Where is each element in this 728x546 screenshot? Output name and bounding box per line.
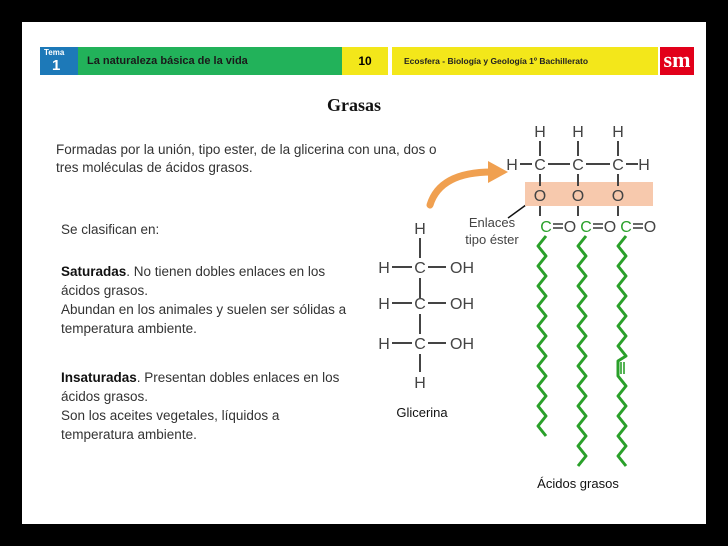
triglyceride-backbone: H H H H C C C H O O O: [506, 124, 656, 236]
glycerol-atom: C: [414, 260, 426, 277]
backbone-atom: H: [638, 157, 650, 174]
saturadas-desc-2: Abundan en los animales y suelen ser sól…: [61, 302, 347, 336]
backbone-atom: C: [572, 157, 584, 174]
header-bar: Tema 1 La naturaleza básica de la vida 1…: [40, 47, 694, 75]
curved-arrow-head: [488, 161, 508, 183]
glycerol-atom: C: [414, 296, 426, 313]
glycerol-atom: H: [378, 336, 390, 353]
backbone-atom: H: [506, 157, 518, 174]
book-title: Ecosfera - Biología y Geología 1º Bachil…: [392, 47, 658, 75]
classify-text: Se clasifican en:: [61, 222, 160, 237]
carbonyl-carbon: C: [620, 219, 632, 236]
insaturadas-block: Insaturadas. Presentan dobles enlaces en…: [61, 368, 351, 444]
insaturadas-desc-2: Son los aceites vegetales, líquidos a te…: [61, 408, 280, 442]
backbone-atom: C: [534, 157, 546, 174]
saturadas-term: Saturadas: [61, 264, 127, 279]
page-number: 10: [342, 47, 388, 75]
slide: Tema 1 La naturaleza básica de la vida 1…: [22, 22, 706, 524]
ester-label-2: tipo éster: [465, 232, 519, 247]
fatty-acid-chain-3: [616, 235, 628, 467]
carbonyl-oxygen: O: [604, 219, 616, 236]
ester-oxygen: O: [612, 188, 624, 205]
glycerol-atom: H: [378, 296, 390, 313]
glycerol-atom-h-top: H: [414, 221, 426, 238]
carbonyl-carbon: C: [580, 219, 592, 236]
ester-bond-highlight: [525, 182, 653, 206]
saturadas-block: Saturadas. No tienen dobles enlaces en l…: [61, 262, 351, 338]
saturadas-desc-1: . No tienen dobles enlaces en los ácidos…: [61, 264, 326, 298]
page-title: Grasas: [327, 95, 381, 115]
carbonyl-oxygen: O: [644, 219, 656, 236]
fatty-acids-label: Ácidos grasos: [537, 476, 619, 491]
molecule-diagram: H H C OH H C OH H C: [378, 124, 656, 491]
fatty-acid-chain-1: [536, 235, 548, 437]
tema-label: Tema: [44, 48, 65, 57]
glycerol-atom: OH: [450, 336, 474, 353]
insaturadas-desc-1: . Presentan dobles enlaces en los ácidos…: [61, 370, 340, 404]
insaturadas-term: Insaturadas: [61, 370, 137, 385]
glycerol-atom: OH: [450, 296, 474, 313]
unit-title: La naturaleza básica de la vida: [78, 47, 342, 75]
tema-badge: Tema 1: [40, 47, 78, 75]
backbone-atom: C: [612, 157, 624, 174]
glycerol-label: Glicerina: [396, 405, 448, 420]
ester-label-1: Enlaces: [469, 215, 516, 230]
backbone-atom: H: [612, 124, 624, 141]
backbone-atom: H: [534, 124, 546, 141]
ester-oxygen: O: [572, 188, 584, 205]
fatty-acid-chain-2: [576, 235, 588, 467]
glycerol-molecule: H H C OH H C OH H C: [378, 221, 474, 392]
glycerol-atom: C: [414, 336, 426, 353]
ester-oxygen: O: [534, 188, 546, 205]
glycerol-atom: OH: [450, 260, 474, 277]
publisher-logo: sm: [660, 47, 694, 75]
carbonyl-carbon: C: [540, 219, 552, 236]
curved-arrow: [426, 168, 496, 209]
backbone-atom: H: [572, 124, 584, 141]
glycerol-atom: H: [378, 260, 390, 277]
glycerol-atom-h-bottom: H: [414, 375, 426, 392]
tema-number: 1: [52, 57, 61, 74]
carbonyl-oxygen: O: [564, 219, 576, 236]
intro-text: Formadas por la unión, tipo ester, de la…: [56, 142, 437, 175]
